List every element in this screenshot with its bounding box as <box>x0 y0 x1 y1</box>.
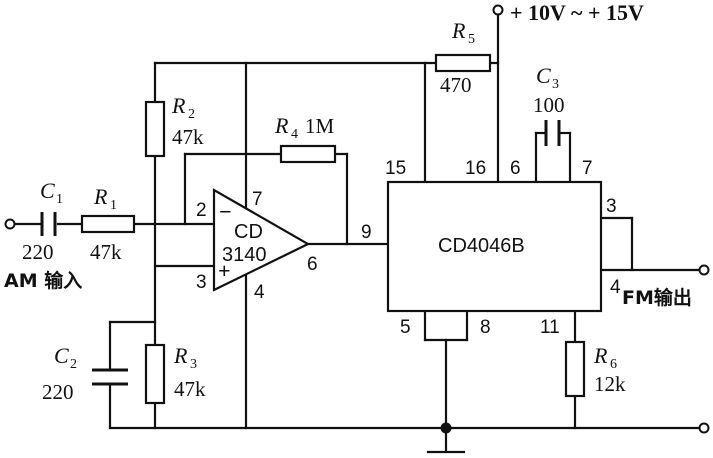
vco-pin-5: 5 <box>400 317 411 338</box>
r1-sub: 1 <box>110 198 117 213</box>
am-input-terminal <box>4 218 16 230</box>
r5-letter: R <box>451 18 466 43</box>
opamp-name-line2: 3140 <box>222 244 267 266</box>
fm-output-terminal <box>698 264 710 276</box>
r6-sub: 6 <box>610 357 617 372</box>
c1-letter: C <box>40 178 55 203</box>
vco-chip-name: CD4046B <box>438 235 525 257</box>
vco-pin-16: 16 <box>465 158 486 179</box>
opamp-minus-sign: − <box>219 199 232 224</box>
r4-value: 1M <box>305 114 335 138</box>
c3-letter: C <box>536 63 551 88</box>
opamp-plus-sign: + <box>218 258 231 283</box>
r1-value: 47k <box>90 240 122 264</box>
r3-value: 47k <box>174 377 206 401</box>
supply-label: + 10V ~ + 15V <box>510 0 644 25</box>
r4-sub: 4 <box>291 127 298 142</box>
r3-sub: 3 <box>190 357 197 372</box>
opamp-pin-6: 6 <box>307 254 318 275</box>
r6-letter: R <box>593 343 608 368</box>
vco-pin-6: 6 <box>510 158 521 179</box>
opamp-pin-4: 4 <box>254 282 265 303</box>
r6-resistor <box>564 340 586 398</box>
opamp-pin-2: 2 <box>196 200 207 221</box>
vco-pin-11: 11 <box>540 317 560 338</box>
fm-output-label: FM输出 <box>622 286 692 309</box>
vco-pin-8: 8 <box>480 317 491 338</box>
ground-terminal <box>698 422 710 434</box>
c2-sub: 2 <box>70 357 77 372</box>
r5-resistor <box>434 53 492 73</box>
am-input-label: AM 输入 <box>4 269 82 292</box>
r2-letter: R <box>171 93 186 118</box>
r2-resistor <box>144 100 166 158</box>
c2-letter: C <box>54 343 69 368</box>
r2-sub: 2 <box>188 107 195 122</box>
r5-sub: 5 <box>468 32 475 47</box>
r1-resistor <box>80 214 136 234</box>
r5-value: 470 <box>440 73 472 97</box>
r3-letter: R <box>173 343 188 368</box>
vco-pin-4: 4 <box>610 277 621 298</box>
c3-sub: 3 <box>552 77 559 92</box>
vco-pin-9: 9 <box>361 222 372 243</box>
r2-value: 47k <box>172 125 204 149</box>
vco-pin-15: 15 <box>385 158 406 179</box>
r1-letter: R <box>93 184 108 209</box>
r4-letter: R <box>274 113 289 138</box>
c2-value: 220 <box>42 380 74 404</box>
vco-pin-7: 7 <box>582 158 593 179</box>
c1-sub: 1 <box>56 192 63 207</box>
opamp-triangle <box>212 188 311 292</box>
opamp-pin-7: 7 <box>252 189 263 210</box>
vco-pin-3: 3 <box>606 196 617 217</box>
c3-value: 100 <box>533 93 565 117</box>
opamp-pin-3: 3 <box>196 272 207 293</box>
cd4046b-chip <box>386 180 603 313</box>
opamp-name-line1: CD <box>234 221 263 243</box>
r4-resistor <box>279 144 337 164</box>
r3-resistor <box>144 343 166 405</box>
supply-terminal <box>492 4 504 16</box>
ground-junction-dot <box>440 422 452 434</box>
c1-value: 220 <box>22 240 54 264</box>
r6-value: 12k <box>594 372 626 396</box>
